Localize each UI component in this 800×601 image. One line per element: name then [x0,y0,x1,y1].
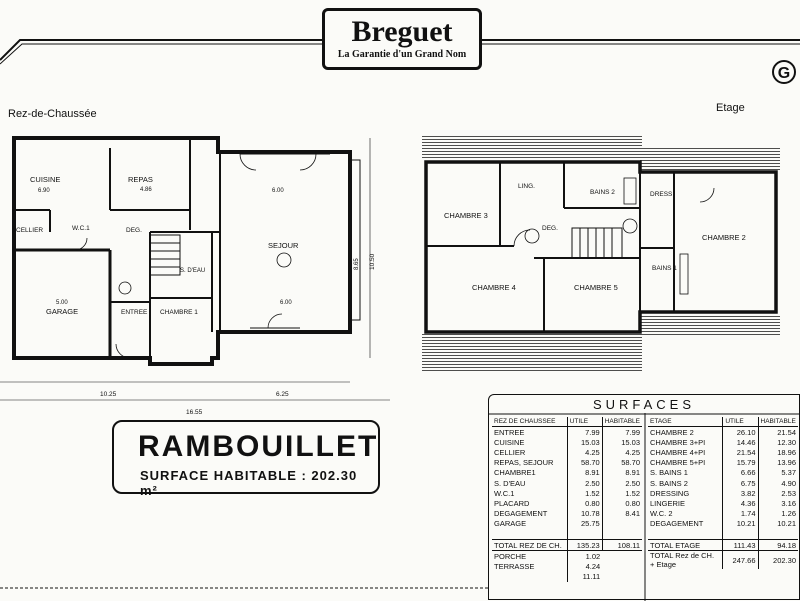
room-cellar: CELLIER [16,227,43,234]
model-surface: SURFACE HABITABLE : 202.30 m² [140,468,358,498]
room-wc1: W.C.1 [72,225,90,232]
room-upper-hall: DEG. [542,225,558,232]
brand-tagline: La Garantie d'un Grand Nom [337,49,467,60]
room-kitchen: CUISINE [30,175,60,184]
room-bath2: BAINS 2 [590,189,615,196]
dim-garage: 5.00 [56,300,68,306]
ground-col-room: REZ DE CHAUSSEE [492,417,568,427]
surfaces-title: SURFACES [592,397,696,412]
roof-bottom-right [640,314,780,336]
dim-ground-right: 6.25 [276,391,289,398]
upper-floor-label: Etage [716,102,745,114]
room-bedroom4: CHAMBRE 4 [472,283,516,292]
upper-col-habitable: HABITABLE [757,417,798,427]
room-bedroom5: CHAMBRE 5 [574,283,618,292]
ground-floor-label: Rez-de-Chaussée [8,108,97,120]
ground-floor-plan: CUISINE 6.90 REPAS 4.86 CELLIER W.C.1 DE… [0,136,390,416]
upper-floor-plan: CHAMBRE 3 LING. BAINS 2 DRESS CHAMBRE 2 … [422,134,780,372]
upper-col-useful: UTILE [722,417,758,427]
brand-name: Breguet [351,15,453,48]
model-name: RAMBOUILLET [138,430,379,463]
table-row [648,528,798,540]
room-entrance: ENTREE [121,309,148,316]
ground-col-useful: UTILE [566,417,603,427]
dim-sejour-depth: 8.65 [354,258,360,270]
table-row [492,528,642,540]
brand-logo: Breguet La Garantie d'un Grand Nom [322,8,482,70]
dim-ground-depth: 10.50 [369,253,376,270]
room-shower: S. D'EAU [180,268,205,274]
room-living: SEJOUR [268,241,299,250]
dim-ground-left: 10.25 [100,391,117,398]
roof-bottom-left [422,332,642,372]
room-bedroom2: CHAMBRE 2 [702,233,746,242]
roof-top-right [640,146,780,172]
dim-sejour-bottom: 6.00 [280,300,292,306]
room-bath1: BAINS 1 [652,265,677,272]
room-kitchen-dim: 6.90 [38,188,50,194]
room-dining-dim: 4.86 [140,187,152,193]
surfaces-table: SURFACES REZ DE CHAUSSEE UTILE HABITABLE… [488,394,800,601]
room-dressing: DRESS [650,191,673,198]
upper-col-room: ETAGE [648,417,723,427]
dim-ground-total: 16.55 [186,409,203,416]
room-linen: LING. [518,183,535,190]
ground-col-habitable: HABITABLE [601,417,642,427]
room-dining: REPAS [128,175,153,184]
dim-sejour-top: 6.00 [272,188,284,194]
room-garage: GARAGE [46,307,78,316]
room-bedroom1: CHAMBRE 1 [160,309,198,316]
room-bedroom3: CHAMBRE 3 [444,211,488,220]
roof-top-left [422,134,642,160]
plan-badge: G [772,60,796,84]
model-title-panel: RAMBOUILLET SURFACE HABITABLE : 202.30 m… [112,420,380,498]
table-row: 11.11 [492,571,642,582]
room-hall: DEG. [126,227,142,234]
